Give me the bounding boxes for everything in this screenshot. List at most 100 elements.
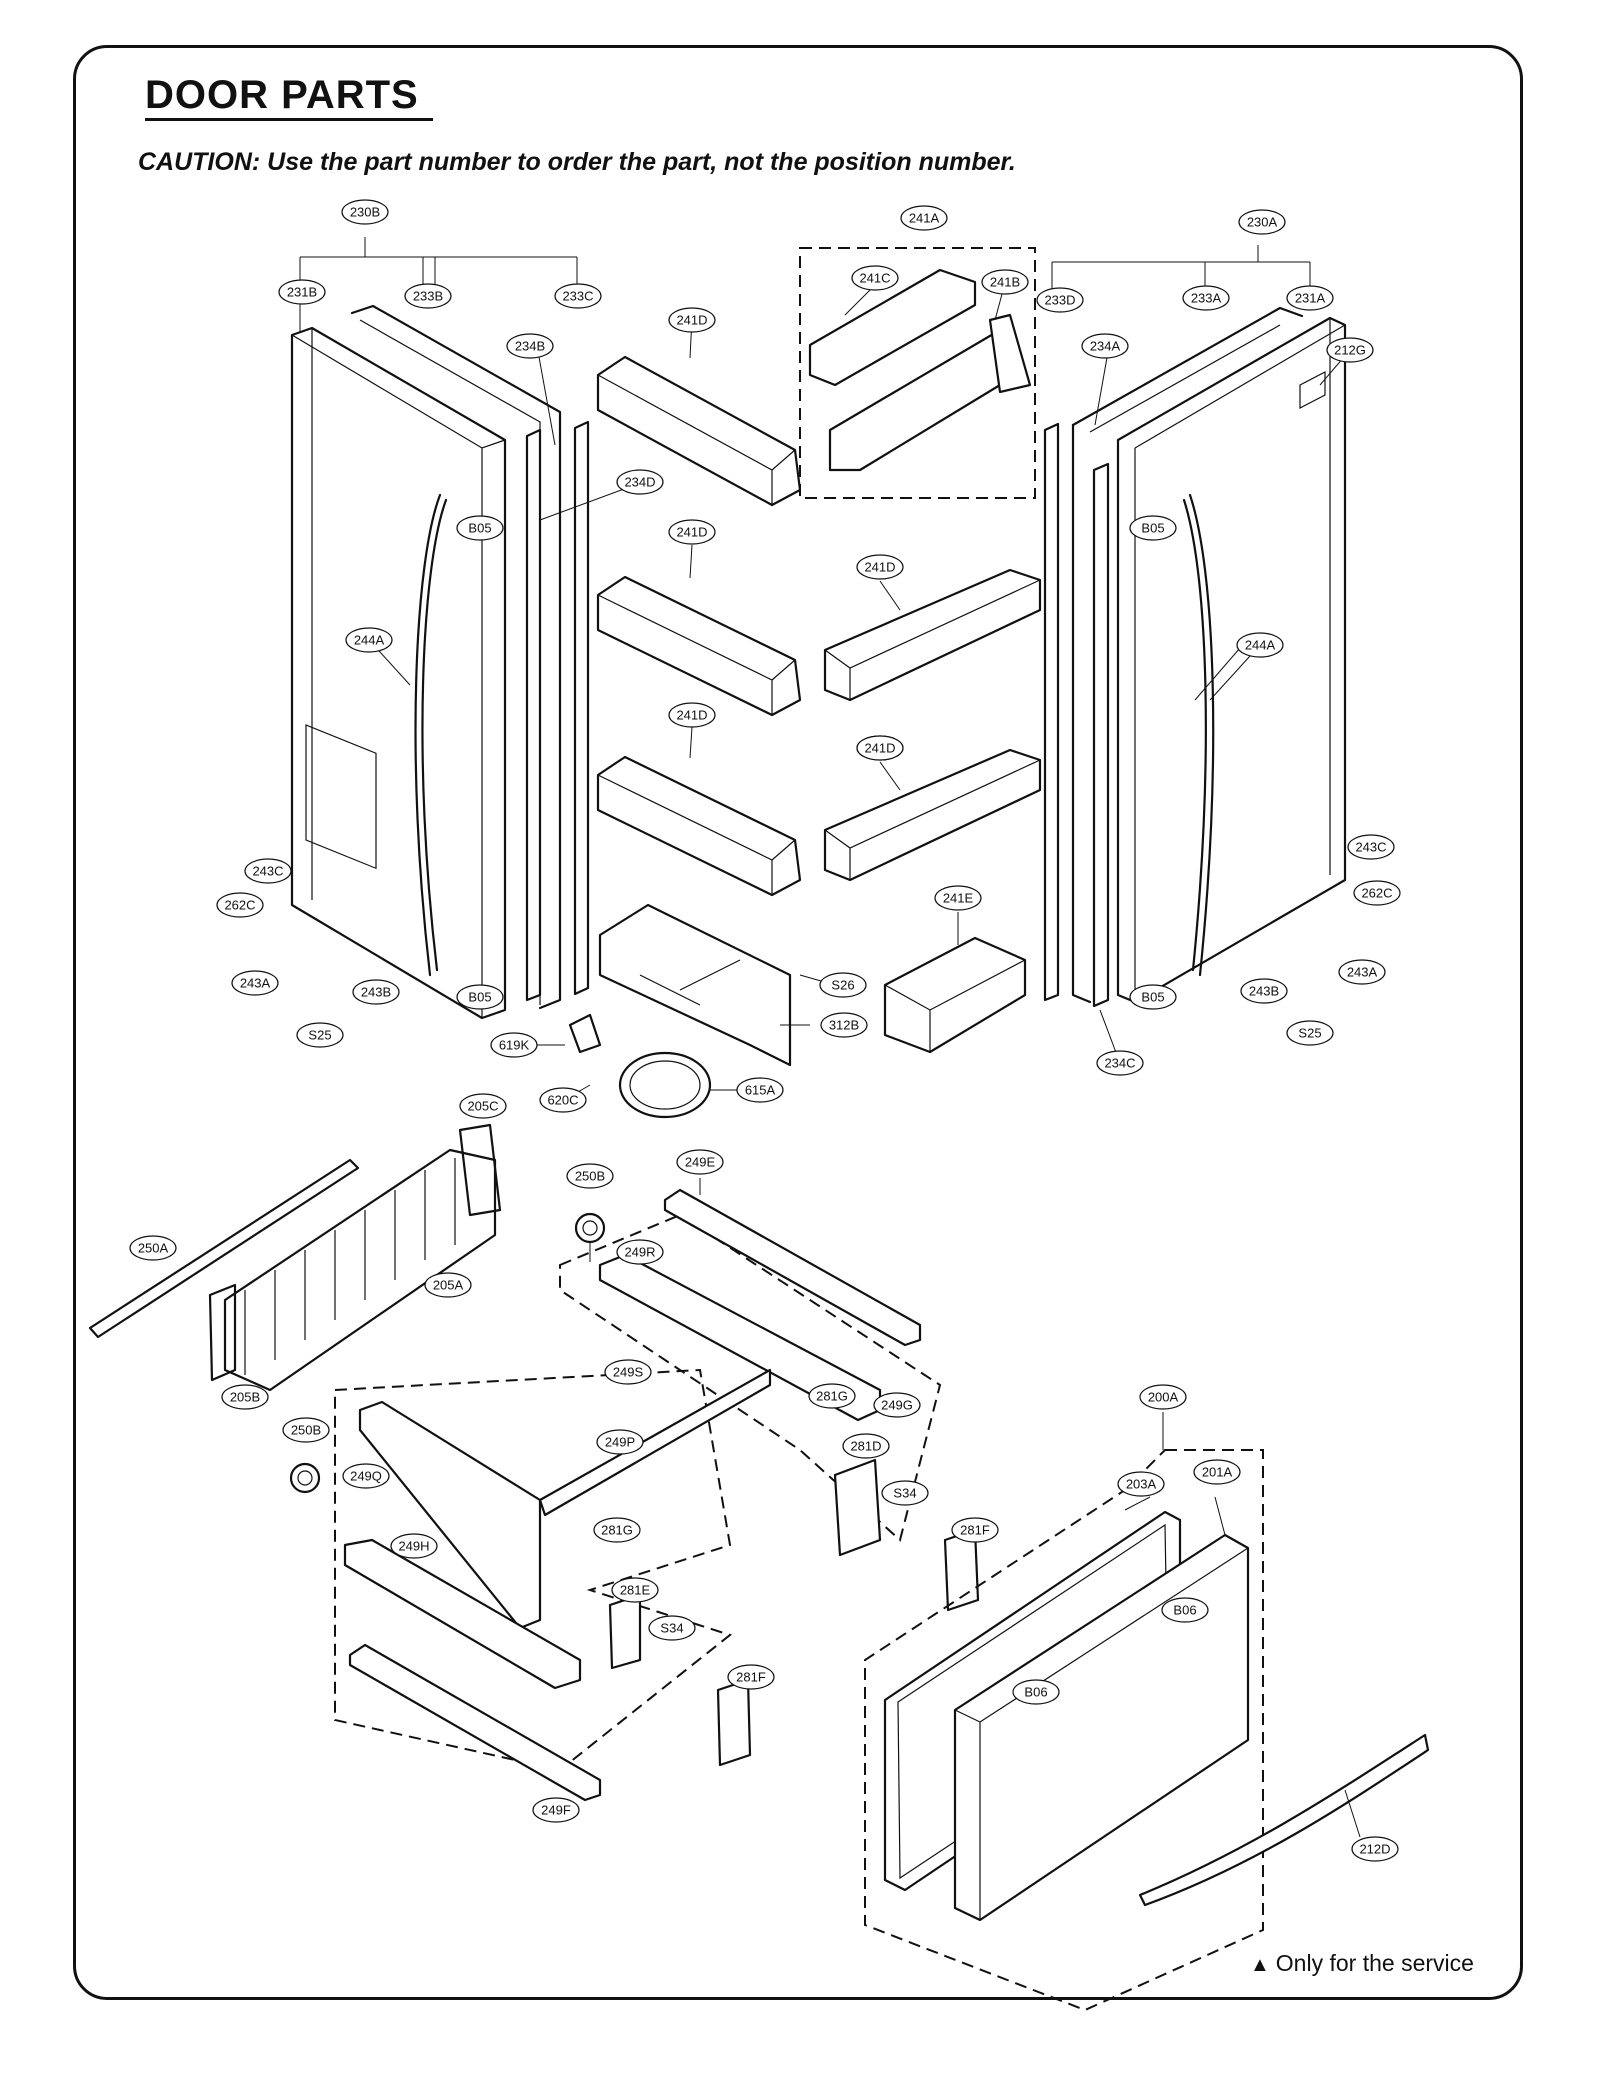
callout-281f_1: 281F [951, 1517, 999, 1543]
page-frame [73, 45, 1523, 2000]
page-title: DOOR PARTS [145, 72, 433, 121]
callout-234d: 234D [616, 469, 664, 495]
callout-label: 200A [1148, 1390, 1179, 1405]
shelf-241B-241C [808, 268, 1032, 472]
callout-label: 231A [1295, 291, 1326, 306]
callout-b05_2: B05 [1129, 515, 1177, 541]
group-200A-box [864, 1449, 1264, 2012]
trim-234C [1092, 462, 1110, 1008]
callout-label: 312B [829, 1018, 859, 1033]
callout-243a_l: 243A [231, 970, 279, 996]
callout-label: 244A [354, 633, 385, 648]
callout-label: S34 [660, 1621, 683, 1636]
basket-205A [208, 1123, 502, 1392]
door-bin-mid-right [823, 568, 1042, 702]
callout-label: 281F [960, 1523, 990, 1538]
callout-250b_1: 250B [566, 1163, 614, 1189]
callout-label: 615A [745, 1083, 776, 1098]
callout-230a: 230A [1238, 209, 1286, 235]
callout-244a_r: 244A [1236, 632, 1284, 658]
callout-label: B05 [468, 521, 491, 536]
right-door-panel [1116, 316, 1347, 1004]
guide-250A [88, 1158, 360, 1339]
left-door-bracket-lines [299, 237, 578, 332]
callout-label: 233B [413, 289, 443, 304]
caution-note: CAUTION: Use the part number to order th… [138, 148, 1016, 176]
callout-label: 230A [1247, 215, 1278, 230]
callout-205c: 205C [459, 1093, 507, 1119]
group-rail-left-box [334, 1368, 733, 1772]
callout-label: 243B [1249, 984, 1279, 999]
callout-label: 281G [816, 1389, 848, 1404]
callout-281g_1: 281G [808, 1383, 856, 1409]
right-door-bracket-lines [1051, 245, 1311, 290]
callout-241e: 241E [934, 885, 982, 911]
callout-250a: 250A [129, 1235, 177, 1261]
callout-231a: 231A [1286, 285, 1334, 311]
group-241A-box [799, 247, 1036, 499]
callout-231b: 231B [278, 279, 326, 305]
callout-619k: 619K [490, 1032, 538, 1058]
label-212G [1299, 371, 1326, 409]
callout-243b_r: 243B [1240, 978, 1288, 1004]
callout-203a: 203A [1117, 1471, 1165, 1497]
rail-249P [358, 1368, 772, 1630]
callout-label: 203A [1126, 1477, 1157, 1492]
callout-label: 241D [864, 560, 895, 575]
cap-281D [833, 1458, 882, 1557]
cap-281E [608, 1593, 642, 1670]
callout-label: 262C [1361, 886, 1392, 901]
callout-label: 201A [1202, 1465, 1233, 1480]
callout-615a: 615A [736, 1077, 784, 1103]
callout-label: 249S [613, 1365, 644, 1380]
callout-label: 241D [676, 313, 707, 328]
callout-label: 243B [361, 985, 391, 1000]
gear-250B-top [574, 1212, 606, 1244]
callout-label: B06 [1173, 1603, 1196, 1618]
callout-281f_2: 281F [727, 1664, 775, 1690]
callout-243c_l: 243C [244, 858, 292, 884]
callout-233d: 233D [1036, 287, 1084, 313]
callout-label: 250B [575, 1169, 605, 1184]
group-rail-right-box [559, 1213, 942, 1542]
door-bin-mid-left [596, 575, 802, 717]
callout-234a: 234A [1081, 333, 1129, 359]
callout-250b_2: 250B [282, 1417, 330, 1443]
callout-label: 234A [1090, 339, 1121, 354]
callout-label: B06 [1024, 1685, 1047, 1700]
callout-label: 233D [1044, 293, 1075, 308]
callout-label: 234B [515, 339, 545, 354]
callout-241d_3: 241D [668, 702, 716, 728]
trim-234D [525, 428, 542, 1002]
callout-212d: 212D [1351, 1836, 1399, 1862]
callout-212g: 212G [1326, 337, 1374, 363]
callout-label: 243C [252, 864, 283, 879]
callout-241b: 241B [981, 269, 1029, 295]
right-handle-244A [1188, 493, 1215, 977]
callout-281d: 281D [842, 1433, 890, 1459]
callout-label: 241D [676, 525, 707, 540]
callout-241d_4: 241D [856, 554, 904, 580]
door-bin-low-right [823, 748, 1042, 882]
callout-233c: 233C [554, 283, 602, 309]
callout-233b: 233B [404, 283, 452, 309]
callout-249s: 249S [604, 1359, 652, 1385]
callout-label: 281F [736, 1670, 766, 1685]
callout-label: 233C [562, 289, 593, 304]
callout-281g_2: 281G [593, 1517, 641, 1543]
left-door-gasket [350, 304, 590, 1010]
callout-241d_2: 241D [668, 519, 716, 545]
callout-label: 249G [881, 1398, 913, 1413]
callout-label: 249R [624, 1245, 655, 1260]
callout-241a: 241A [900, 205, 948, 231]
callout-241d_1: 241D [668, 307, 716, 333]
callout-281e: 281E [611, 1577, 659, 1603]
rail-249H [343, 1538, 582, 1690]
gasket-233C [573, 420, 590, 996]
callout-label: 619K [499, 1038, 530, 1053]
callout-label: 281G [601, 1523, 633, 1538]
callout-249e: 249E [676, 1149, 724, 1175]
callout-label: 249P [605, 1435, 635, 1450]
callout-b06_1: B06 [1161, 1597, 1209, 1623]
